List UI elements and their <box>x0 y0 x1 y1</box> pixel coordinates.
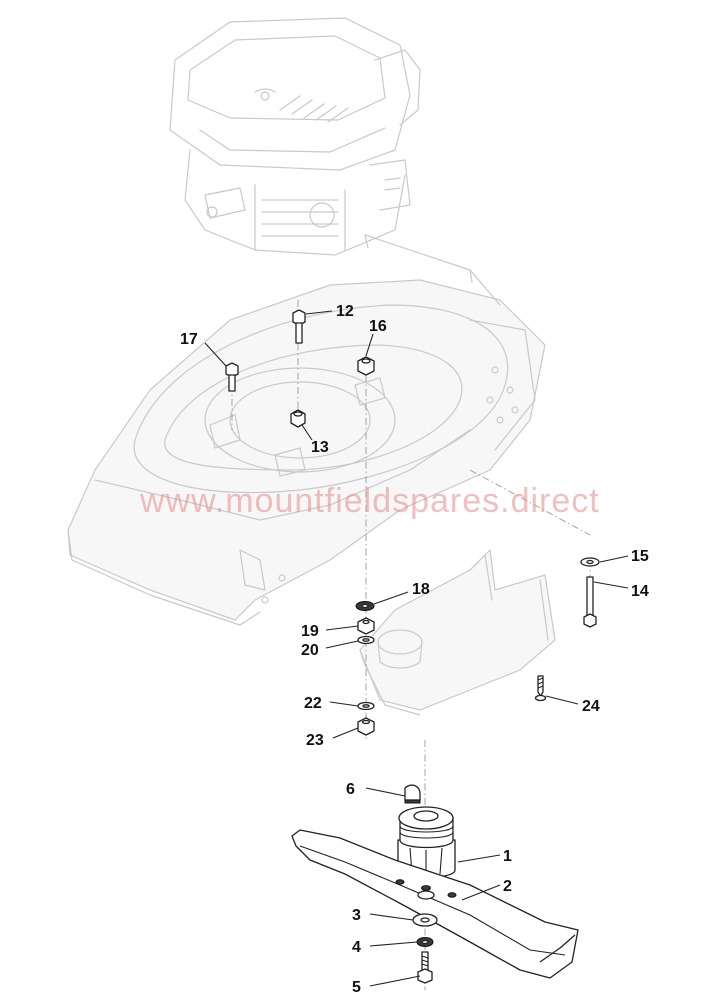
part-4-washer <box>416 937 434 947</box>
callout-4: 4 <box>352 939 361 956</box>
watermark-text: www.mountfieldspares.direct <box>139 482 600 520</box>
callout-labels: 1 2 3 4 5 6 12 13 14 15 16 17 18 19 20 2… <box>180 303 649 996</box>
part-2-blade <box>291 829 579 979</box>
part-20-washer <box>357 635 375 645</box>
callout-23: 23 <box>306 732 324 749</box>
callout-17: 17 <box>180 331 198 348</box>
part-24-screw <box>534 675 547 702</box>
engine-outline <box>169 17 421 256</box>
callout-20: 20 <box>301 642 319 659</box>
callout-14: 14 <box>631 583 649 600</box>
mower-deck-outline <box>67 234 546 626</box>
callout-15: 15 <box>631 548 649 565</box>
callout-19: 19 <box>301 623 319 640</box>
part-23-nut <box>357 717 375 736</box>
callout-13: 13 <box>311 439 329 456</box>
callout-1: 1 <box>503 848 512 865</box>
part-3-washer <box>412 913 438 927</box>
callout-22: 22 <box>304 695 322 712</box>
callout-18: 18 <box>412 581 430 598</box>
callout-3: 3 <box>352 907 361 924</box>
part-17-bolt <box>225 362 239 392</box>
leader-lines <box>204 310 629 987</box>
part-15-washer <box>580 557 600 567</box>
callout-5: 5 <box>352 979 361 996</box>
part-16-nut <box>357 356 375 376</box>
callout-2: 2 <box>503 878 512 895</box>
callout-16: 16 <box>369 318 387 335</box>
part-14-bolt <box>583 576 597 628</box>
callout-12: 12 <box>336 303 354 320</box>
callout-24: 24 <box>582 698 600 715</box>
blade-shield-outline <box>359 548 556 716</box>
part-5-bolt <box>417 951 433 984</box>
part-6-key <box>404 784 421 804</box>
part-22-washer <box>357 701 375 711</box>
part-18-washer <box>355 601 375 611</box>
part-13-nut <box>290 409 306 428</box>
part-19-nut <box>357 617 375 635</box>
part-12-bolt <box>292 309 306 344</box>
callout-6: 6 <box>346 781 355 798</box>
